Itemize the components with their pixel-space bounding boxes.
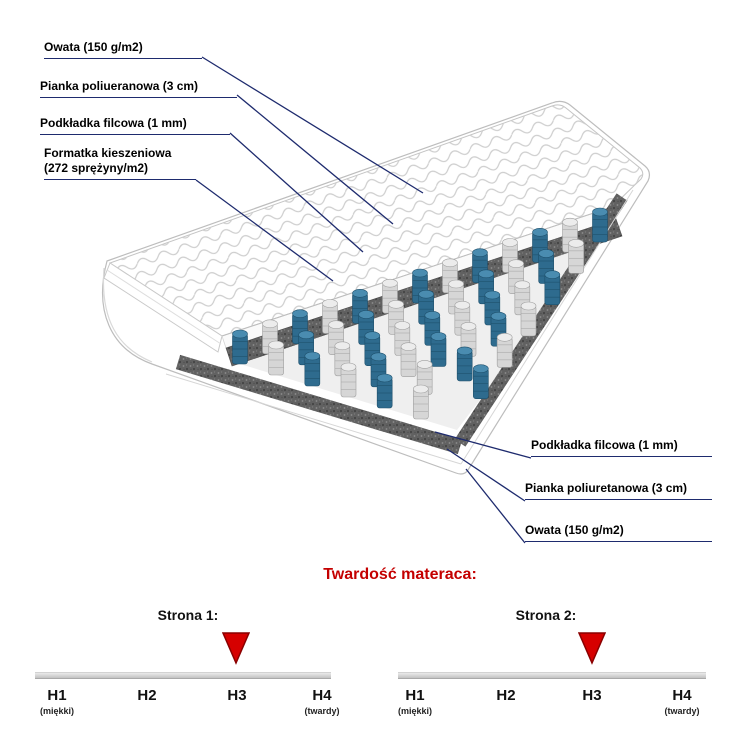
leader-podkladka-bottom (434, 431, 532, 459)
top-slab-side (103, 262, 223, 353)
pocket-spring (400, 342, 417, 377)
scale2-level-h2: H2 (496, 687, 516, 704)
pocket-spring (520, 301, 537, 337)
pocket-spring (456, 346, 473, 382)
pocket-spring (232, 329, 248, 365)
scale1-level-h4: H4 (312, 687, 332, 704)
scale2-level-h1: H1 (405, 687, 425, 704)
pocket-spring (418, 289, 434, 325)
leader-formatka (195, 179, 334, 282)
label-owata-top: Owata (150 g/m2) (44, 40, 202, 59)
label-pianka-top-text: Pianka poliueranowa (3 cm) (40, 79, 199, 93)
scale2-note-hard: (twardy) (664, 706, 700, 716)
scale1-bar (35, 672, 331, 679)
scale1-level-h1: H1 (47, 687, 67, 704)
pocket-spring (473, 364, 489, 399)
felt-bottom-left-band (175, 354, 463, 455)
scale1-note-soft: (miękki) (39, 706, 74, 716)
pocket-spring (268, 340, 284, 376)
label-podkladka-bottom-text: Podkładka filcowa (1 mm) (531, 438, 678, 452)
scale1-note-hard: (twardy) (304, 706, 340, 716)
pocket-spring (544, 270, 561, 305)
leader-owata-bottom (465, 468, 526, 544)
quilt-wave-texture (110, 104, 643, 336)
scale2-level-h4: H4 (672, 687, 692, 704)
label-pianka-bottom: Pianka poliuretanowa (3 cm) (525, 481, 712, 500)
scale2-note-soft: (miękki) (397, 706, 432, 716)
label-pianka-bottom-text: Pianka poliuretanowa (3 cm) (525, 481, 688, 495)
scale2-bar (398, 672, 706, 679)
scale1-pointer-icon (222, 632, 250, 665)
leader-podkladka-top (229, 132, 364, 253)
hardness-title: Twardość materaca: (323, 566, 477, 583)
label-podkladka-top: Podkładka filcowa (1 mm) (40, 116, 230, 135)
scale2-pointer-icon (578, 632, 606, 665)
scale2-name: Strona 2: (515, 607, 577, 623)
pocket-spring (304, 351, 321, 387)
label-owata-bottom: Owata (150 g/m2) (525, 523, 712, 542)
scale1-level-h2: H2 (137, 687, 157, 704)
label-formatka-line1: Formatka kieszeniowa (44, 146, 172, 160)
leader-pianka-bottom (446, 448, 526, 502)
label-formatka: Formatka kieszeniowa (272 sprężyny/m2) (44, 146, 196, 180)
label-formatka-line2: (272 sprężyny/m2) (44, 161, 149, 175)
bottom-foam-seam-left (165, 373, 462, 465)
label-podkladka-bottom: Podkładka filcowa (1 mm) (531, 438, 712, 457)
leader-pianka-top (236, 94, 394, 225)
label-owata-top-text: Owata (150 g/m2) (44, 40, 143, 54)
mattress-illustration (102, 56, 651, 544)
pocket-spring (568, 239, 584, 274)
pocket-spring (376, 373, 393, 409)
leader-owata-top (201, 56, 424, 194)
scale1-name: Strona 1: (157, 607, 219, 623)
label-podkladka-top-text: Podkładka filcowa (1 mm) (40, 116, 187, 130)
top-slab-seam (106, 269, 222, 345)
pocket-spring (340, 362, 357, 398)
pocket-spring (592, 207, 608, 243)
pocket-spring (413, 384, 429, 420)
label-pianka-top: Pianka poliueranowa (3 cm) (40, 79, 237, 98)
label-owata-bottom-text: Owata (150 g/m2) (525, 523, 624, 537)
pocket-springs-group (232, 207, 608, 420)
pocket-spring (496, 333, 513, 368)
pocket-spring (430, 332, 447, 367)
left-corner-seam (102, 267, 153, 363)
leader-lines (195, 56, 532, 544)
scale1-level-h3: H3 (227, 687, 247, 704)
scale2-level-h3: H3 (582, 687, 602, 704)
